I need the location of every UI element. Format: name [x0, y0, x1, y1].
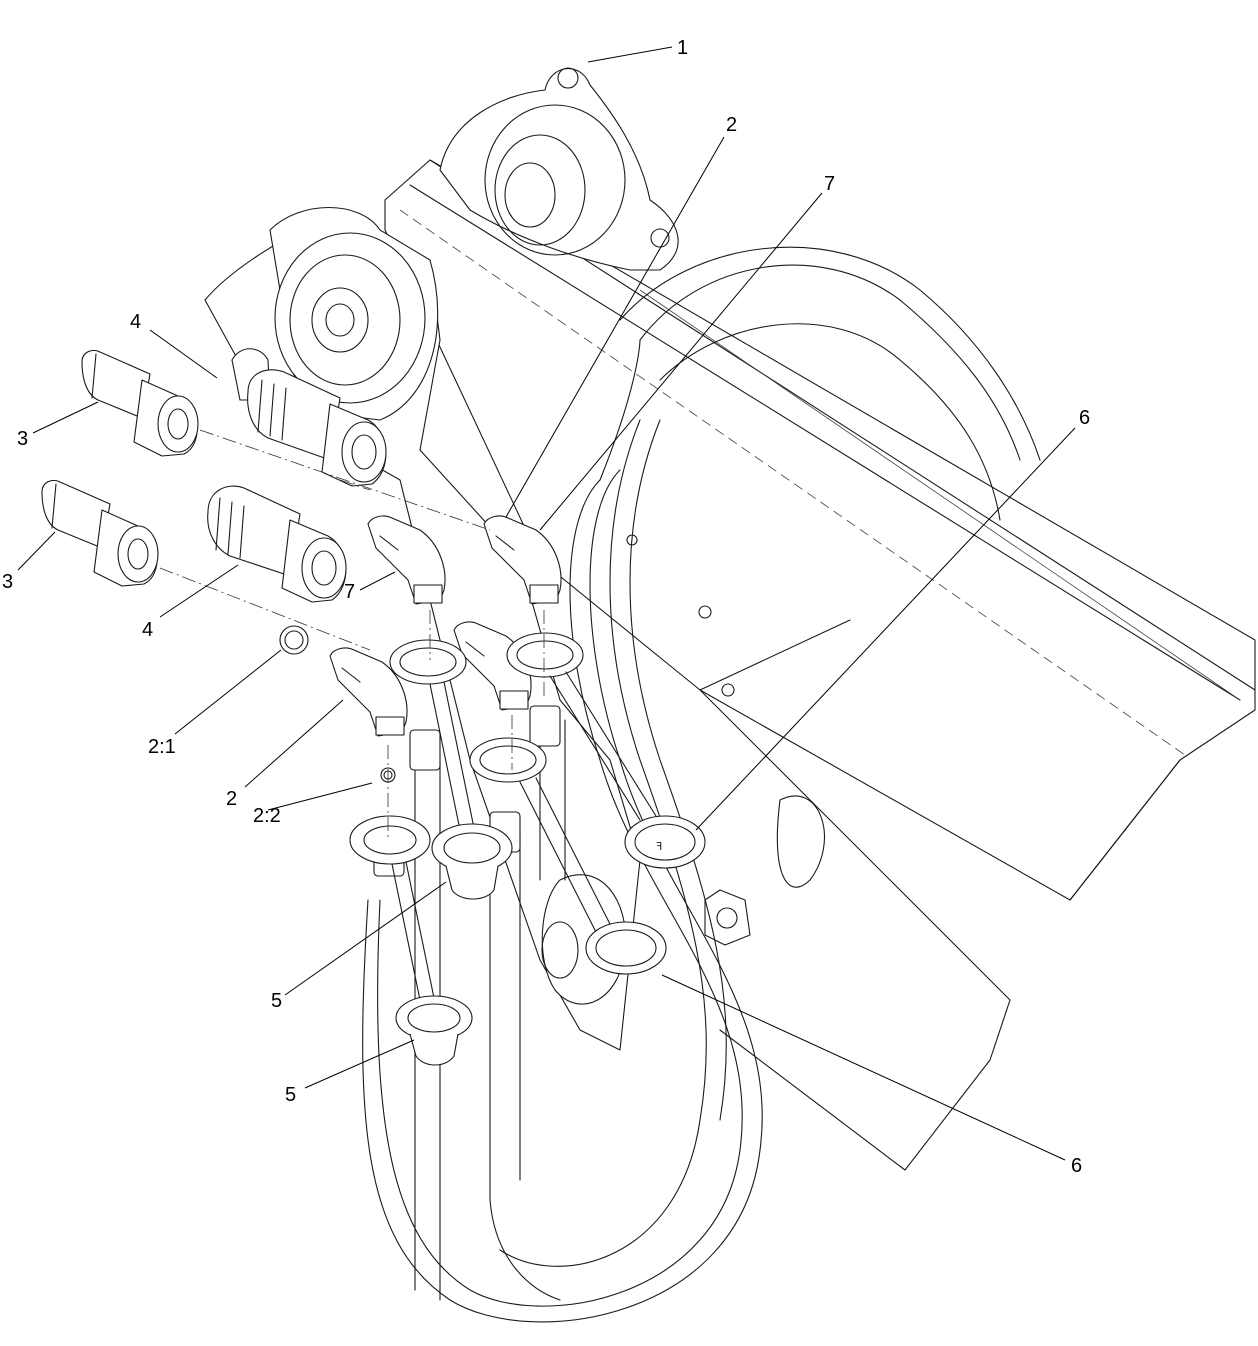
callout-6-upper: 6: [1079, 407, 1090, 429]
dust-cap-left: [349, 815, 435, 1001]
callout-3-lower: 3: [2, 571, 13, 593]
callout-7-lower: 7: [344, 581, 355, 603]
assembly-centerlines: [159, 429, 545, 840]
female-quick-coupler-lower: [207, 485, 347, 603]
dust-cap-upper: [389, 639, 475, 831]
callout-3-upper: 3: [17, 428, 28, 450]
male-quick-coupler-lower: [41, 479, 159, 587]
callout-5-upper: 5: [271, 990, 282, 1012]
male-quick-coupler-upper: [81, 349, 199, 457]
elbow-fitting-2-left: [329, 647, 408, 737]
o-ring-2-1: [279, 625, 309, 655]
callout-4-lower: 4: [142, 619, 153, 641]
callout-5-lower: 5: [285, 1084, 296, 1106]
boom-arm: [384, 159, 1256, 1171]
callout-2-lower: 2: [226, 788, 237, 810]
dust-cap-center: [469, 737, 667, 975]
callout-4-upper: 4: [130, 311, 141, 333]
mounting-bracket: [439, 67, 679, 271]
dust-cap-right-upper: ꟻ: [506, 632, 706, 869]
svg-text:ꟻ: ꟻ: [656, 841, 662, 853]
callout-labels: 1 2 7 4 3 6 3 7 4 2:1 2 2:2 5 5 6: [2, 37, 1090, 1177]
callout-1: 1: [677, 37, 688, 59]
callout-2-upper: 2: [726, 114, 737, 136]
callout-2-1: 2:1: [148, 736, 176, 758]
elbow-fitting-7-left: [367, 515, 446, 605]
leader-lines: [17, 46, 1076, 1161]
dust-plug-lower: [395, 995, 473, 1066]
callout-6-lower: 6: [1071, 1155, 1082, 1177]
dust-plug-upper: [431, 823, 513, 900]
female-quick-coupler-upper: [247, 369, 387, 487]
callout-2-2: 2:2: [253, 805, 281, 827]
callout-7-upper: 7: [824, 173, 835, 195]
elbow-fitting-7-right: [483, 515, 562, 605]
